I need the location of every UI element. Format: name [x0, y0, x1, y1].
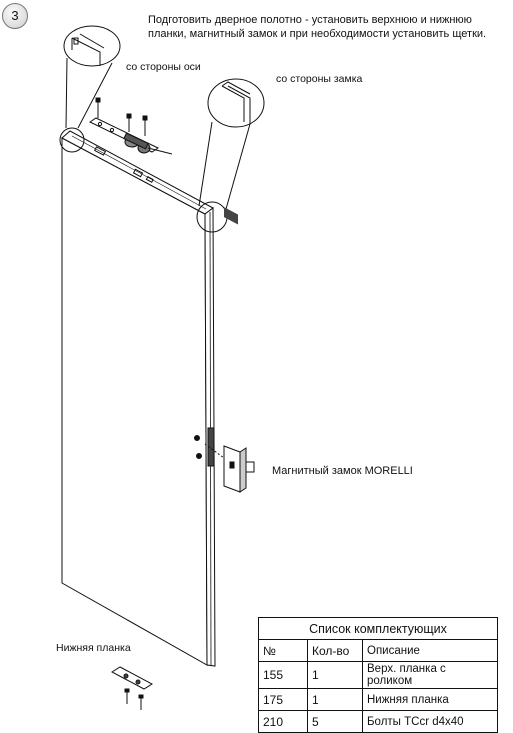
part-number: 175 — [258, 688, 308, 711]
header-number: № — [258, 639, 308, 662]
part-quantity: 1 — [307, 661, 363, 689]
instruction-line-1: Подготовить дверное полотно - установить… — [148, 14, 472, 26]
magnetic-lock — [194, 427, 255, 493]
part-number: 210 — [258, 710, 308, 733]
part-quantity: 1 — [307, 688, 363, 711]
part-quantity: 5 — [307, 710, 363, 733]
lock-side-detail — [196, 78, 265, 233]
instruction-text: Подготовить дверное полотно - установить… — [148, 13, 486, 41]
part-description: Нижняя планка — [362, 688, 498, 711]
table-row: 210 5 Болты TCcr d4x40 — [258, 710, 498, 733]
top-plate-with-roller — [88, 97, 173, 155]
magnetic-lock-label: Магнитный замок MORELLI — [272, 465, 413, 477]
bottom-plate-label: Нижняя планка — [56, 642, 131, 654]
part-description: Болты TCcr d4x40 — [362, 710, 498, 733]
axis-side-detail — [59, 25, 121, 153]
axis-side-label: со стороны оси — [126, 61, 201, 73]
header-description: Описание — [362, 639, 498, 662]
instruction-line-2: планки, магнитный замок и при необходимо… — [148, 28, 487, 40]
parts-list-table: Список комплектующих № Кол-во Описание 1… — [258, 617, 498, 733]
table-row: 155 1 Верх. планка с роликом — [258, 661, 498, 689]
table-row: 175 1 Нижняя планка — [258, 688, 498, 711]
door-panel — [61, 130, 216, 667]
part-description: Верх. планка с роликом — [362, 661, 498, 689]
header-quantity: Кол-во — [307, 639, 363, 662]
step-number-badge: 3 — [2, 3, 28, 29]
lock-side-label: со стороны замка — [276, 73, 363, 85]
part-number: 155 — [258, 661, 308, 689]
bottom-plate — [111, 666, 153, 710]
parts-list-caption: Список комплектующих — [258, 617, 498, 640]
parts-table-header-row: № Кол-во Описание — [258, 639, 498, 662]
